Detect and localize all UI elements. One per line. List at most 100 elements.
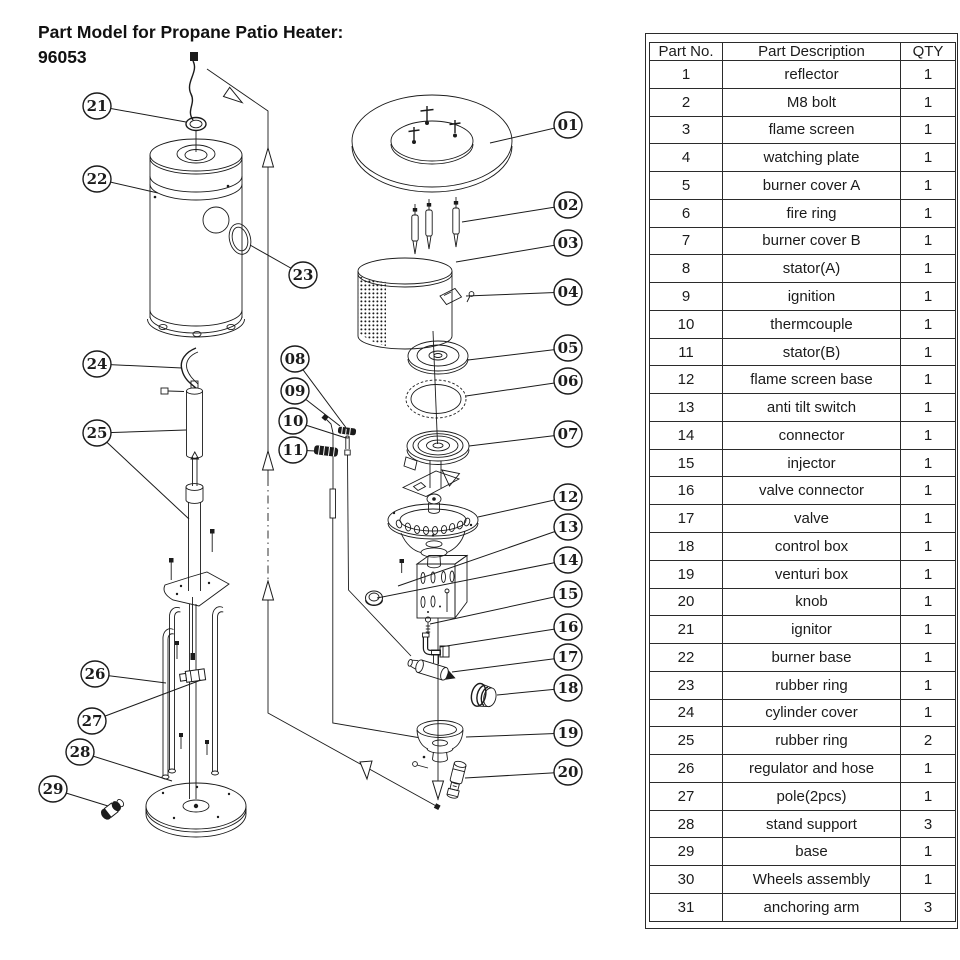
qty-cell: 1: [900, 282, 956, 311]
part-no-cell: 4: [649, 143, 723, 173]
part-no-cell: 1: [649, 60, 723, 89]
callout-label-25: 25: [87, 424, 108, 442]
callout-circle-29: [38, 775, 68, 803]
callout-label-06: 06: [558, 372, 579, 390]
part-no-cell: 6: [649, 198, 723, 228]
callout-circle-10: [278, 407, 308, 435]
callout-leader-21: [96, 105, 187, 123]
callout-label-03: 03: [558, 234, 579, 252]
callout-leader-28: [79, 751, 173, 782]
callout-leader-17: [451, 656, 569, 673]
part-no-cell: 10: [649, 309, 723, 339]
part-description-cell: flame screen base: [722, 365, 901, 395]
callout-circle-16: [553, 613, 583, 641]
callout-circle-20: [553, 758, 583, 786]
part-no-cell: 23: [649, 670, 723, 700]
part-no-cell: 15: [649, 448, 723, 478]
base-disc: [145, 782, 247, 838]
thermocouple: [344, 435, 412, 657]
callout-circle-02: [553, 191, 583, 219]
part-description-cell: regulator and hose: [722, 754, 901, 783]
callout-leader-05: [467, 347, 569, 361]
callout-label-12: 12: [558, 488, 579, 506]
part-description-cell: connector: [722, 420, 901, 450]
qty-cell: 1: [900, 87, 956, 117]
flame-screen-base: [387, 503, 479, 569]
callout-leader-06: [465, 380, 569, 397]
callout-circle-12: [553, 483, 583, 511]
part-description-cell: valve connector: [722, 476, 901, 506]
callout-label-18: 18: [558, 679, 579, 697]
qty-cell: 1: [900, 837, 956, 867]
part-description-cell: control box: [722, 532, 901, 561]
qty-cell: 1: [900, 476, 956, 506]
callout-circle-11: [278, 436, 308, 464]
part-no-cell: 5: [649, 171, 723, 200]
qty-cell: 1: [900, 254, 956, 284]
callout-label-01: 01: [558, 116, 579, 134]
callout-label-08: 08: [285, 350, 306, 368]
part-description-cell: ignitor: [722, 615, 901, 645]
part-no-cell: 11: [649, 337, 723, 367]
part-description-cell: venturi box: [722, 559, 901, 589]
qty-cell: 1: [900, 504, 956, 534]
part-no-cell: 14: [649, 420, 723, 450]
regulator: [179, 668, 207, 683]
callout-leader-13: [397, 526, 569, 587]
knob: [470, 682, 497, 708]
qty-cell: 1: [900, 115, 956, 145]
wheel-roller: [100, 799, 125, 820]
qty-cell: 1: [900, 643, 956, 672]
callout-label-20: 20: [558, 763, 579, 781]
burner-base: [147, 138, 252, 338]
part-description-cell: injector: [722, 448, 901, 478]
part-no-cell: 28: [649, 809, 723, 839]
callout-label-07: 07: [558, 425, 579, 443]
part-no-cell: 17: [649, 504, 723, 534]
connector-nut: [365, 590, 383, 606]
callout-label-04: 04: [558, 283, 579, 301]
exploded-diagram: 0102030405060708091011121314151617181920…: [38, 52, 583, 838]
callout-label-22: 22: [87, 170, 108, 188]
callout-circle-14: [553, 546, 583, 574]
table-outer-frame: [645, 33, 958, 929]
part-description-cell: anti tilt switch: [722, 393, 901, 422]
callout-leader-15: [429, 593, 569, 625]
callout-label-28: 28: [70, 743, 91, 761]
ignition-electrode: [321, 413, 336, 519]
callout-layer: 0102030405060708091011121314151617181920…: [38, 92, 583, 807]
callout-circle-07: [553, 420, 583, 448]
callout-circle-03: [553, 229, 583, 257]
callout-circle-01: [553, 111, 583, 139]
callout-leader-07: [468, 433, 569, 447]
callout-label-16: 16: [558, 618, 579, 636]
burner-cover-b: [401, 430, 470, 514]
valve: [407, 649, 456, 681]
part-description-cell: rubber ring: [722, 726, 901, 756]
injector: [424, 616, 432, 634]
part-description-cell: stator(B): [722, 337, 901, 367]
part-no-cell: 3: [649, 115, 723, 145]
callout-label-21: 21: [87, 97, 108, 115]
qty-cell: 1: [900, 309, 956, 339]
part-description-cell: flame screen: [722, 115, 901, 145]
part-no-cell: 31: [649, 892, 723, 923]
qty-cell: 1: [900, 60, 956, 89]
part-description-cell: anchoring arm: [722, 892, 901, 923]
qty-cell: 1: [900, 171, 956, 200]
part-no-cell: 13: [649, 393, 723, 422]
